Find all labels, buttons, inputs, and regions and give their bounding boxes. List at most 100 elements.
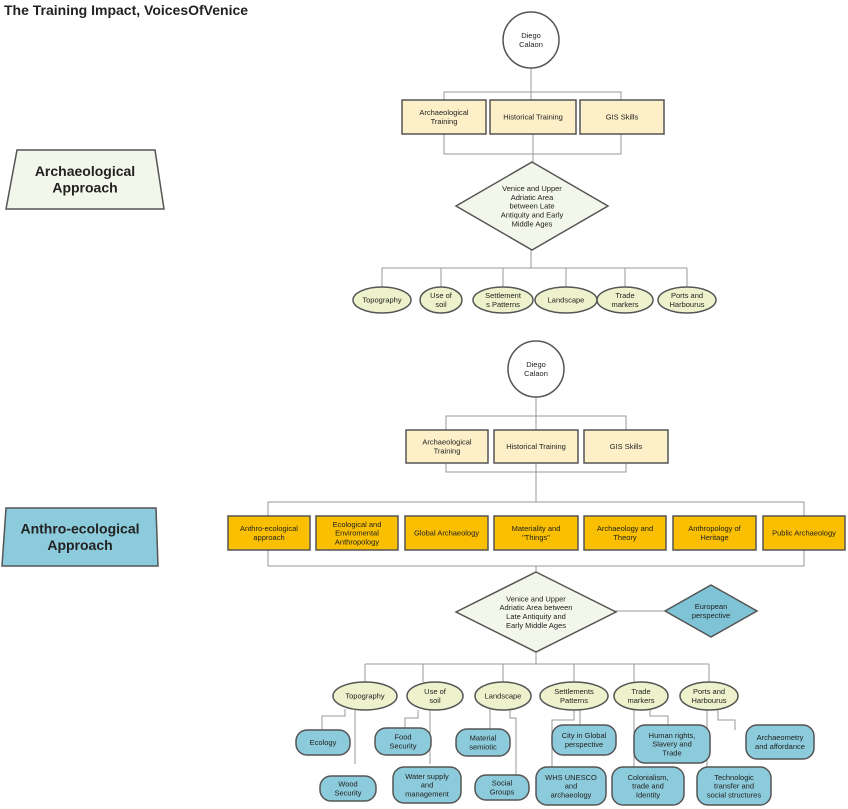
outcome-box [696,766,772,806]
person-node-diego-calaon-line: Calaon [524,369,548,378]
outcome-box-line: Wood [338,780,357,789]
outcome-box-line: Food [394,733,411,742]
topic-oval [419,286,463,314]
subject-diamond-line: Early Middle Ages [506,621,566,630]
subject-diamond-line: Adriatic Area between [500,603,573,612]
discipline-box-line: Anthro-ecological [240,524,298,533]
discipline-box [583,515,667,551]
discipline-box [315,515,399,551]
discipline-box-line: Archaeology and [597,524,653,533]
outcome-box-line: Technologic [714,773,754,782]
person-node-diego-calaon-line: Diego [526,360,546,369]
european-perspective-diamond [663,584,759,638]
outcome-box [611,766,685,806]
connector-line [445,415,627,430]
topic-oval-line: markers [611,300,638,309]
training-box-line: GIS Skills [606,113,639,122]
person-node-diego-calaon [502,11,560,69]
topic-oval-line: Landscape [485,692,522,701]
topic-oval [679,681,739,711]
training-box [493,429,579,464]
topic-oval-line: Topography [345,692,384,701]
outcome-box-line: Material [470,734,497,743]
training-box [405,429,489,464]
discipline-box-line: Anthropology of [688,524,741,533]
outcome-box-line: Ecology [310,738,337,747]
topic-oval-line: Use of [430,291,453,300]
topic-oval-line: Trade [631,687,650,696]
outcome-box-line: Trade [662,748,681,757]
training-box-line: Training [434,447,461,456]
training-box [401,99,487,135]
outcome-box-line: Colonialism, [628,773,669,782]
outcome-box-line: management [405,789,450,798]
outcome-box [374,727,432,756]
european-perspective-diamond-line: European [695,602,728,611]
connector-line [717,709,736,730]
topic-oval-line: soil [429,696,441,705]
topic-oval-line: Settlements [554,687,594,696]
topic-oval-line: Ports and [671,291,703,300]
outcome-box-line: semiotic [469,743,497,752]
training-box [579,99,665,135]
discipline-box [227,515,311,551]
outcome-box-line: transfer and [714,782,754,791]
subject-diamond-line: Antiquity and Early [501,210,564,219]
training-box [489,99,577,135]
topic-oval [472,286,534,314]
training-box-line: Archaeological [419,108,469,117]
topic-oval-line: Landscape [548,296,585,305]
outcome-box-line: Social [492,779,513,788]
topic-oval-line: Use of [424,687,447,696]
topic-oval [332,681,398,711]
topic-oval-line: Ports and [693,687,725,696]
discipline-box [493,515,579,551]
training-box-line: Archaeological [422,438,472,447]
topic-oval [539,681,609,711]
discipline-box-line: Anthropology [335,537,379,546]
discipline-box-line: Heritage [700,533,728,542]
person-node-diego-calaon-line: Calaon [519,40,543,49]
outcome-box [295,729,351,756]
archaeological-approach-box-line: Approach [52,180,117,196]
topic-oval [657,286,717,314]
training-box-line: Historical Training [503,113,563,122]
outcome-box-line: and affordance [755,742,805,751]
outcome-box-line: WHS UNESCO [545,773,597,782]
discipline-box-line: Materiality and [512,524,561,533]
subject-diamond-line: between Late [509,202,554,211]
outcome-box [474,774,530,801]
discipline-box-line: Theory [613,533,637,542]
topic-oval-line: Topography [362,296,401,305]
outcome-box-line: Archaeometry [757,733,804,742]
discipline-box [762,515,846,551]
topic-oval-line: soil [435,300,447,309]
topic-oval-line: Trade [615,291,634,300]
topic-oval-line: Patterns [560,696,588,705]
connector-line [267,501,805,516]
anthro-ecological-approach-box-line: Approach [47,537,112,553]
subject-diamond-line: Late Antiquity and [506,612,566,621]
discipline-box-line: Ecological and [333,520,382,529]
outcome-box [319,775,377,802]
training-box-line: Training [431,117,458,126]
discipline-box-line: Public Archaeology [772,529,836,538]
discipline-box-line: approach [253,533,284,542]
connector-line [509,709,517,775]
connector-line [443,91,622,100]
connector-lines [267,68,805,775]
outcome-box [392,766,462,804]
outcome-box-line: perspective [565,740,603,749]
connector-line [404,710,419,730]
training-box [583,429,669,464]
connector-line [649,709,669,725]
topic-oval-line: s Patterns [486,300,520,309]
subject-diamond-line: Venice and Upper [506,594,566,603]
topic-oval [474,681,532,711]
outcome-box-line: Water supply [405,772,449,781]
european-perspective-diamond-line: perspective [692,611,730,620]
topic-oval-line: markers [627,696,654,705]
topic-oval-line: Harbourus [669,300,704,309]
outcome-box-line: Slavery and [652,740,692,749]
